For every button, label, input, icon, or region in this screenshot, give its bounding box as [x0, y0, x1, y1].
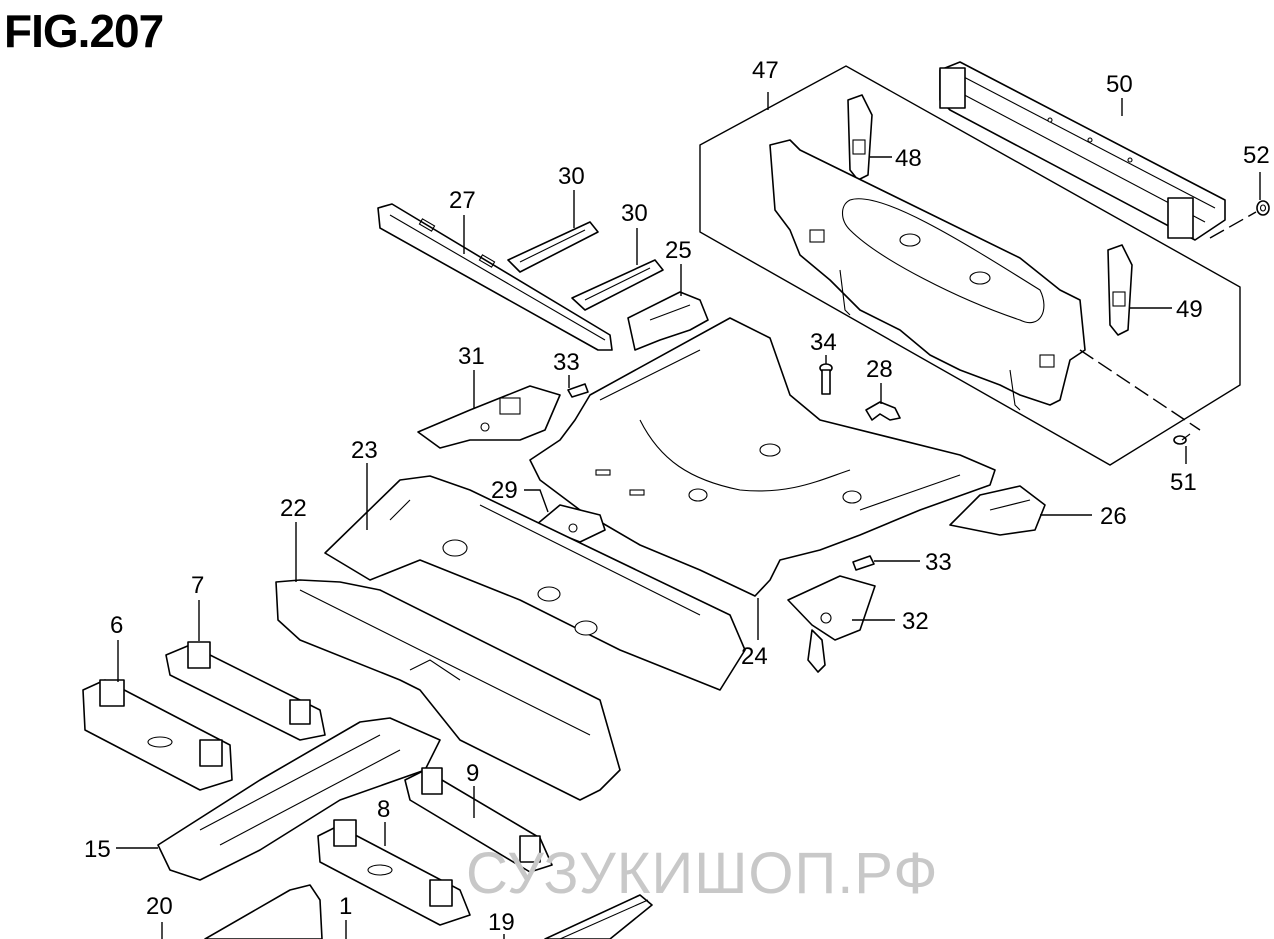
- leader-51b: [1079, 349, 1201, 431]
- part-30-reinforcement-b[interactable]: [571, 259, 664, 311]
- part-22-crossmember[interactable]: [275, 579, 621, 801]
- callout-28: 28: [866, 356, 893, 383]
- part-28-clip[interactable]: [865, 401, 901, 421]
- part-25-panel[interactable]: [627, 291, 709, 351]
- callout-9: 9: [466, 760, 479, 787]
- part-51-bolt[interactable]: [1173, 433, 1191, 445]
- part-23-floor-front[interactable]: [324, 475, 746, 691]
- part-33-clip-lower[interactable]: [852, 555, 875, 571]
- callout-30-lower: 30: [621, 200, 648, 227]
- part-48-bracket[interactable]: [847, 94, 873, 181]
- callout-26: 26: [1100, 503, 1127, 530]
- callout-22: 22: [280, 495, 307, 522]
- callout-27: 27: [449, 187, 476, 214]
- callout-52: 52: [1243, 142, 1270, 169]
- part-52-nut[interactable]: [1256, 200, 1270, 216]
- callout-50: 50: [1106, 71, 1133, 98]
- callout-33-upper: 33: [553, 349, 580, 376]
- watermark: СУЗУКИШОП.РФ: [466, 841, 939, 906]
- leader-52: [1209, 211, 1257, 239]
- part-32-bracket[interactable]: [787, 575, 876, 673]
- part-50-bumper-reinforcement[interactable]: [939, 61, 1226, 241]
- part-20-member[interactable]: [204, 884, 323, 939]
- callout-7: 7: [191, 572, 204, 599]
- callout-49: 49: [1176, 296, 1203, 323]
- callout-25: 25: [665, 237, 692, 264]
- callout-1: 1: [339, 893, 352, 920]
- callout-19: 19: [488, 909, 515, 936]
- callout-30-upper: 30: [558, 163, 585, 190]
- callout-8: 8: [377, 796, 390, 823]
- part-7-crossmember[interactable]: [165, 641, 326, 741]
- part-33-clip-upper[interactable]: [567, 383, 589, 398]
- part-19-member[interactable]: [544, 894, 653, 939]
- part-8-crossmember[interactable]: [317, 819, 471, 926]
- callout-6: 6: [110, 612, 123, 639]
- part-27-side-member[interactable]: [377, 203, 613, 351]
- part-24-rear-floor-panel[interactable]: [529, 317, 996, 597]
- callout-15: 15: [84, 836, 111, 863]
- callout-24: 24: [741, 643, 768, 670]
- leader-29: [524, 489, 549, 513]
- part-9-crossmember[interactable]: [404, 767, 553, 873]
- callout-32: 32: [902, 608, 929, 635]
- part-30-reinforcement-a[interactable]: [507, 221, 599, 273]
- callout-29: 29: [491, 477, 518, 504]
- callout-47: 47: [752, 57, 779, 84]
- part-49-bracket[interactable]: [1107, 244, 1133, 336]
- part-31-bracket[interactable]: [417, 385, 561, 449]
- callout-23: 23: [351, 437, 378, 464]
- part-47-rear-panel[interactable]: [769, 139, 1086, 411]
- callout-48: 48: [895, 145, 922, 172]
- assembly-47-outline: [699, 65, 1241, 466]
- figure-title: FIG.207: [4, 5, 164, 57]
- callout-31: 31: [458, 343, 485, 370]
- part-26-panel[interactable]: [949, 485, 1046, 536]
- part-6-crossmember[interactable]: [82, 679, 233, 791]
- callout-33-lower: 33: [925, 549, 952, 576]
- callout-51: 51: [1170, 469, 1197, 496]
- part-34-bolt[interactable]: [819, 363, 833, 395]
- callout-34: 34: [810, 329, 837, 356]
- callout-20: 20: [146, 893, 173, 920]
